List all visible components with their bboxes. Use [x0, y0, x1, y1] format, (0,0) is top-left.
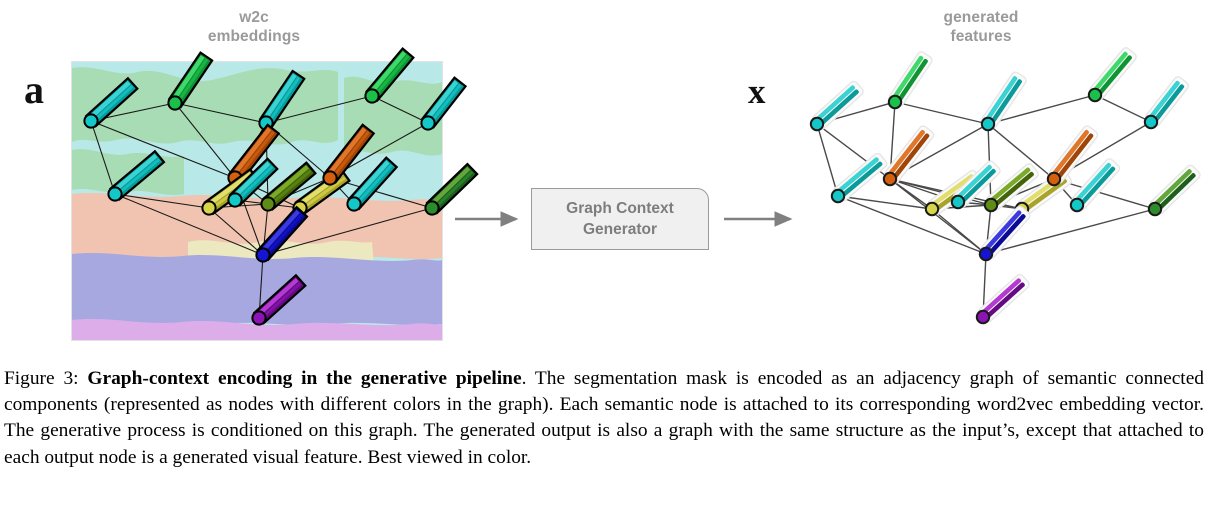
output-symbol-x: x [748, 72, 766, 111]
graph-edge [931, 208, 987, 255]
graph-edge [894, 101, 989, 125]
node-yellow-right [1014, 169, 1072, 217]
graph-node [830, 188, 846, 204]
graph-edge [1021, 178, 1055, 210]
graph-node [1143, 114, 1159, 130]
node-tree-top-right [1087, 47, 1137, 103]
generated-feature-bar [981, 71, 1027, 129]
graph-edge [985, 208, 1156, 255]
generated-feature-bar [952, 160, 1001, 208]
graph-node [980, 116, 996, 132]
seg-region-trees2 [344, 76, 442, 156]
generated-feature-bar [1071, 158, 1121, 211]
node-ground-left [882, 125, 935, 187]
graph-edge [987, 123, 1055, 180]
generated-feature-bar [986, 163, 1039, 211]
graph-edge [982, 253, 987, 318]
graph-node [924, 201, 940, 217]
output-graph [809, 47, 1201, 325]
segmentation-regions [72, 62, 442, 340]
graph-edge [1094, 94, 1152, 123]
graph-edge [990, 178, 1055, 206]
segmentation-mask-image [71, 61, 443, 341]
graph-node [809, 116, 825, 132]
generated-feature-bar [1144, 76, 1190, 127]
graph-edge [889, 123, 989, 180]
node-yellow-left [924, 169, 982, 217]
graph-edge [931, 204, 992, 210]
node-sky-center [980, 71, 1027, 132]
graph-edge [837, 195, 987, 255]
graph-edge [985, 204, 992, 255]
generated-feature-bar [811, 80, 864, 130]
generated-feature-bar [1017, 169, 1072, 216]
graph-edge [987, 94, 1096, 125]
node-ground-right [1046, 125, 1099, 187]
graph-edge [816, 101, 896, 125]
generated-feature-bar [1047, 125, 1099, 184]
generated-feature-bar [980, 205, 1031, 260]
node-green-far-right [1147, 164, 1201, 217]
node-cyan-mid-right [1069, 158, 1121, 213]
graph-node [1046, 171, 1062, 187]
seg-region-water [72, 253, 442, 326]
generated-feature-bar [1089, 47, 1137, 100]
graph-node [983, 197, 999, 213]
graph-edge [957, 201, 992, 206]
node-cyan-mid-left [950, 160, 1001, 210]
graph-edges [816, 94, 1156, 318]
generated-feature-bar [927, 169, 982, 216]
graph-edge [889, 101, 896, 180]
node-sky-left [809, 80, 864, 132]
seg-region-field [72, 319, 442, 340]
node-field-bottom [975, 273, 1030, 325]
graph-node [975, 309, 991, 325]
generated-feature-bar [883, 125, 935, 184]
generated-feature-bar [977, 273, 1030, 323]
graph-edge [816, 123, 839, 197]
node-tree-top-left [887, 51, 933, 110]
graph-edge [1053, 121, 1152, 180]
graph-edge [990, 204, 1023, 210]
graph-edge [985, 178, 1055, 255]
graph-node [887, 94, 903, 110]
graph-context-generator-box[interactable]: Graph Context Generator [531, 188, 709, 250]
graph-node [1069, 197, 1085, 213]
graph-node [1087, 87, 1103, 103]
graph-node [1014, 201, 1030, 217]
caption-bold-title: Graph-context encoding in the generative… [87, 368, 522, 389]
node-water-center [978, 205, 1031, 262]
graph-node [882, 171, 898, 187]
figure-caption: Figure 3: Graph-context encoding in the … [4, 366, 1204, 471]
graph-node [950, 194, 966, 210]
graph-edge [837, 195, 933, 210]
right-panel-title: generated features [943, 9, 1019, 45]
graph-edge [889, 178, 933, 210]
node-sky-right [1143, 76, 1190, 130]
graph-edge [1053, 178, 1078, 206]
input-symbol-a: a [24, 67, 44, 112]
graph-context-generator-label: Graph Context Generator [566, 200, 674, 238]
graph-edge [816, 123, 891, 180]
generated-feature-bar [1149, 164, 1201, 215]
graph-edge [889, 178, 987, 255]
graph-node [1147, 201, 1163, 217]
node-olive-center [983, 163, 1039, 213]
generated-feature-bar [888, 51, 933, 107]
graph-node [978, 246, 994, 262]
graph-edge [1053, 178, 1156, 210]
generated-feature-bar [833, 152, 888, 202]
caption-body: . The segmentation mask is encoded as an… [4, 368, 1204, 468]
graph-edge [889, 178, 959, 203]
left-panel-title: w2c embeddings [207, 9, 301, 45]
graph-edge [985, 208, 1023, 255]
caption-prefix: Figure 3: [4, 368, 88, 389]
graph-edge [987, 123, 992, 206]
graph-edge [889, 178, 992, 206]
graph-edge [889, 178, 1023, 210]
node-cyan-far-left [830, 152, 888, 204]
